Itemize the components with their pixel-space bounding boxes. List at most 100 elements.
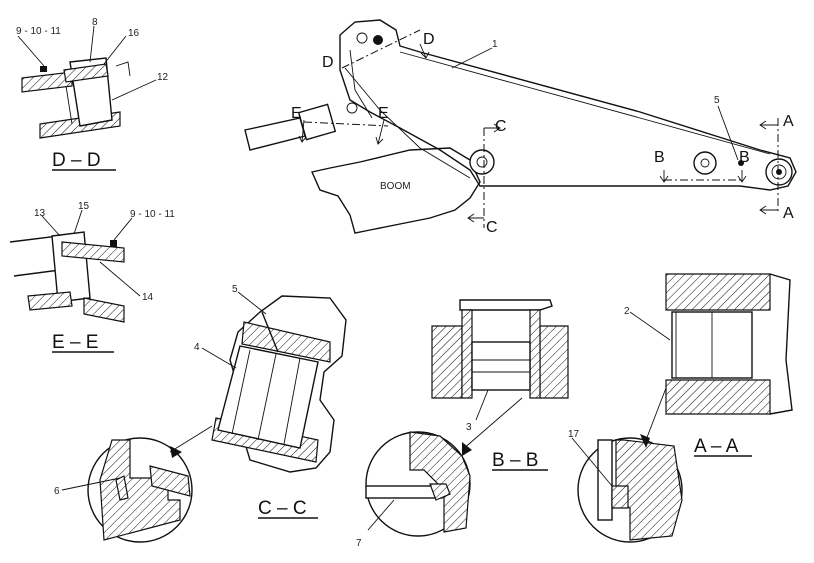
stick-web-line xyxy=(344,67,471,179)
leader-d-16 xyxy=(103,35,127,65)
section-b-b: 3 7 B – B xyxy=(356,299,569,549)
part-label-8: 8 xyxy=(92,17,98,28)
a-detail-pointer xyxy=(645,387,667,441)
part-label-9-10-11-top: 9 - 10 - 11 xyxy=(16,26,61,37)
part-label-5-section: 5 xyxy=(232,284,238,295)
b-detail-pointer xyxy=(461,397,523,451)
part-label-3: 3 xyxy=(466,422,472,433)
leader-a-17 xyxy=(571,437,613,487)
e-plate-bottom-left xyxy=(27,291,73,311)
arrow-e-right xyxy=(375,119,385,145)
leader-e-13 xyxy=(41,215,61,237)
leader-c-6 xyxy=(61,477,121,491)
cut-mark-c-top: C xyxy=(495,118,507,135)
part-label-4: 4 xyxy=(194,342,200,353)
a-break-edge xyxy=(769,273,793,415)
cut-mark-a-top: A xyxy=(783,113,794,130)
part-label-17: 17 xyxy=(568,429,580,440)
part-label-12: 12 xyxy=(157,72,169,83)
leader-d-9-10-11 xyxy=(17,35,45,67)
b-detail-pointer-head xyxy=(462,442,472,456)
e-retainer-15 xyxy=(61,241,125,263)
c-bushing-4 xyxy=(217,345,319,449)
pin-bore-c-inner xyxy=(476,156,488,168)
c-housing-outline xyxy=(229,295,347,473)
a-detail-bushing xyxy=(597,439,613,521)
arrow-b-right xyxy=(737,170,747,183)
d-break-line xyxy=(115,61,131,77)
part-label-14: 14 xyxy=(142,292,154,303)
arrow-c-bottom xyxy=(467,213,484,223)
arrow-d-right xyxy=(419,43,430,59)
section-d-d: 9 - 10 - 11 8 16 12 D – D xyxy=(16,17,169,171)
a-wall-top xyxy=(665,273,771,311)
lower-hole xyxy=(346,102,358,114)
b-detail-seal-7 xyxy=(429,483,451,501)
arrow-a-bottom xyxy=(759,205,778,215)
b-lip-left xyxy=(461,309,473,399)
c-detail-pointer-head xyxy=(170,446,182,458)
upper-hole-1 xyxy=(356,32,368,44)
a-detail-seal-17 xyxy=(611,485,629,509)
part-label-13: 13 xyxy=(34,208,46,219)
cut-line-e xyxy=(303,121,389,127)
a-detail-housing xyxy=(615,439,683,541)
cut-mark-c-bottom: C xyxy=(486,219,498,236)
leader-b-3 xyxy=(475,389,489,421)
cut-line-d xyxy=(341,29,421,69)
section-c-c: 5 4 6 C – C xyxy=(54,284,347,543)
section-title-dd: D – D xyxy=(52,150,101,171)
e-plate-bottom-right xyxy=(83,297,125,323)
b-wall-right xyxy=(539,325,569,399)
leader-e-15 xyxy=(73,209,83,235)
cut-mark-d-left: D xyxy=(322,54,334,71)
upper-hole-2 xyxy=(373,35,383,45)
boom-label: BOOM xyxy=(380,181,411,192)
cylinder-eye xyxy=(297,103,337,141)
leader-b-7 xyxy=(367,499,395,531)
section-title-aa: A – A xyxy=(694,436,739,457)
leader-c-4 xyxy=(201,347,237,369)
leader-c-5 xyxy=(237,291,267,315)
part-label-5: 5 xyxy=(714,95,720,106)
cut-mark-e-left: E xyxy=(291,105,302,122)
pin-bore-a-center xyxy=(776,169,782,175)
leader-e-14 xyxy=(99,261,141,297)
section-title-ee: E – E xyxy=(52,332,98,353)
grease-fitting-5 xyxy=(738,160,744,166)
boom-outline xyxy=(311,147,481,234)
arrow-e-left xyxy=(298,119,307,143)
a-wall-bottom xyxy=(665,379,771,415)
stick-main-view: BOOM xyxy=(244,19,797,236)
d-plate-top xyxy=(21,71,73,93)
c-detail-housing xyxy=(99,439,181,541)
cut-mark-a-bottom: A xyxy=(783,205,794,222)
a-detail-pointer-head xyxy=(640,434,650,448)
b-detail-housing xyxy=(409,431,471,533)
arrow-c-top xyxy=(484,123,501,133)
c-bushing-lines xyxy=(231,349,301,445)
part-label-1: 1 xyxy=(492,39,498,50)
part-label-2: 2 xyxy=(624,306,630,317)
b-bushing-3 xyxy=(471,341,531,391)
part-label-16: 16 xyxy=(128,28,140,39)
arrow-b-left xyxy=(659,170,669,183)
cut-mark-b-left: B xyxy=(654,149,665,166)
cut-mark-e-right: E xyxy=(378,105,389,122)
leader-d-12 xyxy=(111,79,157,101)
b-top-lip xyxy=(459,299,553,311)
part-label-7: 7 xyxy=(356,538,362,549)
e-bolt-head xyxy=(110,240,117,247)
part-label-9-10-11-bottom: 9 - 10 - 11 xyxy=(130,209,175,220)
c-detail-pointer xyxy=(169,425,213,453)
d-retainer-8 xyxy=(63,63,109,83)
part-label-6: 6 xyxy=(54,486,60,497)
b-lip-right xyxy=(529,309,541,399)
cylinder-rod xyxy=(244,117,306,151)
section-title-cc: C – C xyxy=(258,498,307,519)
stick-web-line-2 xyxy=(349,49,373,119)
b-detail-bushing xyxy=(365,485,443,499)
pin-bore-b-inner xyxy=(700,158,710,168)
c-boss-upper xyxy=(241,321,331,363)
